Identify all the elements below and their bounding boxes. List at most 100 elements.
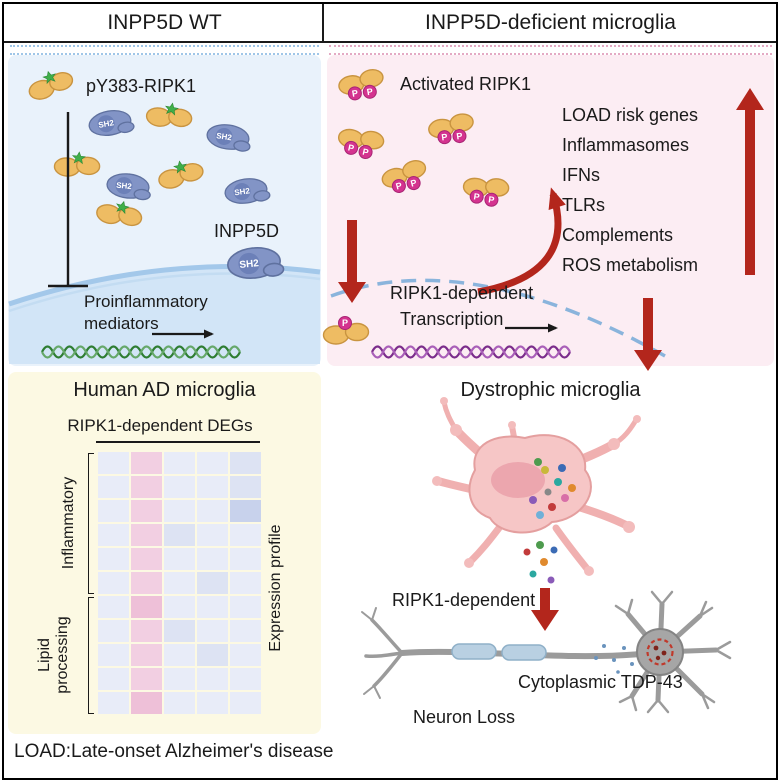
- heatmap-cell: [197, 644, 228, 666]
- inpp5d-sh2-icon: SH2: [106, 173, 151, 201]
- neuron-icon: [361, 590, 732, 714]
- heatmap-cell: [98, 476, 129, 498]
- phospho-star-icon: [71, 151, 86, 165]
- heatmap-cell: [164, 572, 195, 594]
- inhibition-arrow: [48, 112, 88, 288]
- activated-ripk1-icon: P P: [381, 160, 427, 193]
- heatmap-cell: [164, 452, 195, 474]
- heatmap-cell: [131, 644, 162, 666]
- inpp5d-sh2-icon: SH2: [206, 124, 251, 152]
- ripk1-protein-icon: [145, 102, 193, 128]
- heatmap-cell: [98, 548, 129, 570]
- heatmap-cell: [98, 500, 129, 522]
- heatmap-cell: [230, 692, 261, 714]
- arrow-up-red-icon: [736, 88, 764, 275]
- activated-ripk1-icon: P P: [462, 177, 510, 207]
- gene-list-item: Inflammasomes: [562, 135, 690, 155]
- inpp5d-label: INPP5D: [214, 221, 280, 241]
- heatmap-cell: [230, 572, 261, 594]
- heatmap-cell: [98, 620, 129, 642]
- phospho-label: P: [362, 146, 370, 157]
- phospho-star-icon: [116, 200, 130, 215]
- heatmap-cell: [98, 644, 129, 666]
- activated-ripk1-icon: P P: [337, 128, 385, 160]
- heatmap-cell: [131, 524, 162, 546]
- gene-list-item: Complements: [562, 225, 674, 245]
- heatmap-cell: [230, 476, 261, 498]
- proinflammatory-label: Proinflammatory: [84, 292, 208, 311]
- heatmap-cell: [98, 692, 129, 714]
- heatmap-cell: [197, 452, 228, 474]
- heatmap-cell: [98, 524, 129, 546]
- sh2-label: SH2: [116, 181, 133, 192]
- bracket-lipid: [88, 597, 94, 714]
- dna-purple-icon: [371, 345, 571, 359]
- gene-list-item: LOAD risk genes: [562, 105, 699, 125]
- phospho-label: P: [409, 177, 417, 188]
- gene-list-item: TLRs: [562, 195, 606, 215]
- phospho-star-icon: [173, 160, 187, 174]
- heatmap-cell: [230, 500, 261, 522]
- sh2-label: SH2: [98, 118, 115, 130]
- heatmap-cell: [164, 644, 195, 666]
- arrow-down-red-icon: [634, 298, 662, 371]
- phospho-label: P: [342, 318, 348, 328]
- heatmap-cell: [98, 572, 129, 594]
- activated-ripk1-icon: P P: [428, 113, 474, 145]
- neuron-loss-label: Neuron Loss: [413, 707, 516, 727]
- inpp5d-sh2-icon: SH2: [88, 109, 135, 137]
- cell-membrane-right: [330, 278, 666, 358]
- heatmap-cell: [131, 476, 162, 498]
- myelin-segment-icon: [501, 644, 547, 661]
- heatmap-cell: [164, 692, 195, 714]
- ripk1-protein-icon: [28, 70, 74, 100]
- panel-inpp5d-deficient: [327, 55, 774, 366]
- heatmap-cell: [164, 548, 195, 570]
- panel-title-human-ad: Human AD microglia: [73, 379, 256, 401]
- myelin-segment-icon: [451, 643, 497, 660]
- heatmap-cell: [164, 596, 195, 618]
- heatmap-cell: [131, 596, 162, 618]
- heatmap-cell: [164, 500, 195, 522]
- inpp5d-sh2-icon: SH2: [224, 178, 271, 204]
- heatmap-cell: [197, 572, 228, 594]
- phospho-star-icon: [165, 102, 179, 116]
- tdp43-aggregate-icon: [646, 638, 674, 666]
- phospho-label: P: [347, 142, 355, 153]
- cytoplasmic-tdp43-label: Cytoplasmic TDP-43: [518, 672, 683, 692]
- heatmap-cell: [197, 596, 228, 618]
- py383-ripk1-label: pY383-RIPK1: [86, 76, 197, 96]
- ripk1-protein-icon: [96, 200, 143, 227]
- expression-profile-label: Expression profile: [267, 524, 284, 652]
- gene-list-item: IFNs: [562, 165, 600, 185]
- arrow-down-red-icon: [338, 220, 366, 303]
- sh2-label: SH2: [216, 131, 233, 142]
- ripk1-protein-icon: [53, 151, 101, 177]
- heatmap-cell: [197, 500, 228, 522]
- heatmap-cell: [164, 524, 195, 546]
- heatmap-cell: [230, 668, 261, 690]
- title-divider-line: [3, 41, 777, 43]
- heatmap-cell: [131, 572, 162, 594]
- inclusion-granules-icon: [523, 458, 576, 584]
- dystrophic-microglia-icon: [432, 397, 641, 584]
- heatmap-cell: [197, 476, 228, 498]
- mediators-label: mediators: [84, 314, 159, 333]
- phospho-label: P: [366, 86, 374, 97]
- transcription-label: Transcription: [400, 309, 504, 329]
- activated-ripk1-label: Activated RIPK1: [400, 74, 532, 94]
- lipid-processing-label: Lipid processing: [36, 616, 71, 694]
- heatmap-cell: [131, 668, 162, 690]
- heatmap-cell: [131, 620, 162, 642]
- phospho-label: P: [456, 131, 463, 142]
- activated-ripk1-icon: P P: [338, 68, 384, 101]
- ripk1-protein-icon: [158, 160, 204, 189]
- heatmap-cell: [131, 548, 162, 570]
- membrane-band-left: [10, 45, 319, 55]
- phospho-label: P: [395, 180, 403, 191]
- footer-legend: LOAD:Late-onset Alzheimer's disease: [14, 741, 334, 762]
- phospho-label: P: [441, 132, 448, 143]
- heatmap-cell: [230, 596, 261, 618]
